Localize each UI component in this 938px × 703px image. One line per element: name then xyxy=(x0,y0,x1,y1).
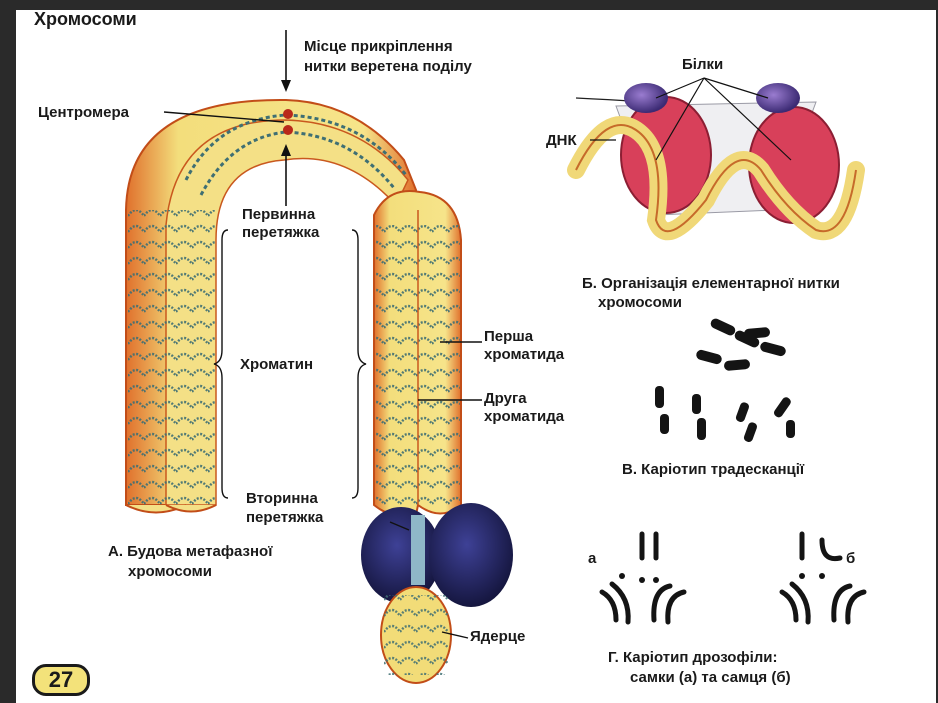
second-chromatid-label-line2: хроматида xyxy=(484,408,564,426)
secondary-constriction-label-line2: перетяжка xyxy=(246,509,323,527)
chromosome-illustrations xyxy=(16,10,936,703)
panel-a-caption-line2: хромосоми xyxy=(128,562,212,581)
page-title: Хромосоми xyxy=(34,10,137,28)
spindle-attachment-label-line1: Місце прикріплення xyxy=(304,38,453,56)
panel-d-caption-line2: самки (а) та самця (б) xyxy=(630,668,791,687)
tradescantia-karyotype xyxy=(655,317,795,443)
secondary-constriction-label-line1: Вторинна xyxy=(246,490,318,508)
panel-a-caption-line1: А. Будова метафазної xyxy=(108,542,272,561)
panel-c-caption: В. Каріотип традесканції xyxy=(622,460,804,479)
male-karyotype-label: б xyxy=(846,550,855,568)
first-chromatid-label-line2: хроматида xyxy=(484,346,564,364)
chromatin-label: Хроматин xyxy=(240,356,313,374)
primary-constriction-label-line1: Первинна xyxy=(242,206,315,224)
dna-nucleosome-diagram xyxy=(576,78,856,231)
primary-constriction-label-line2: перетяжка xyxy=(242,224,319,242)
proteins-label: Білки xyxy=(682,56,723,74)
spindle-attachment-label-line2: нитки веретена поділу xyxy=(304,58,472,76)
drosophila-dot-chromosomes xyxy=(619,573,825,583)
dna-label: ДНК xyxy=(546,132,577,150)
panel-b-caption-line2: хромосоми xyxy=(598,293,682,312)
second-chromatid-label-line1: Друга xyxy=(484,390,527,408)
page-number-badge: 27 xyxy=(32,664,90,696)
textbook-page: Хромосоми Місце прикріплення нитки верет… xyxy=(16,10,936,703)
panel-d-caption-line1: Г. Каріотип дрозофіли: xyxy=(608,648,778,667)
centromere-label: Центромера xyxy=(38,104,129,122)
nucleolus-label: Ядерце xyxy=(470,628,525,646)
first-chromatid-label-line1: Перша xyxy=(484,328,533,346)
metaphase-chromosome xyxy=(126,30,513,683)
panel-b-caption-line1: Б. Організація елементарної нитки xyxy=(582,274,840,293)
female-karyotype-label: а xyxy=(588,550,596,568)
